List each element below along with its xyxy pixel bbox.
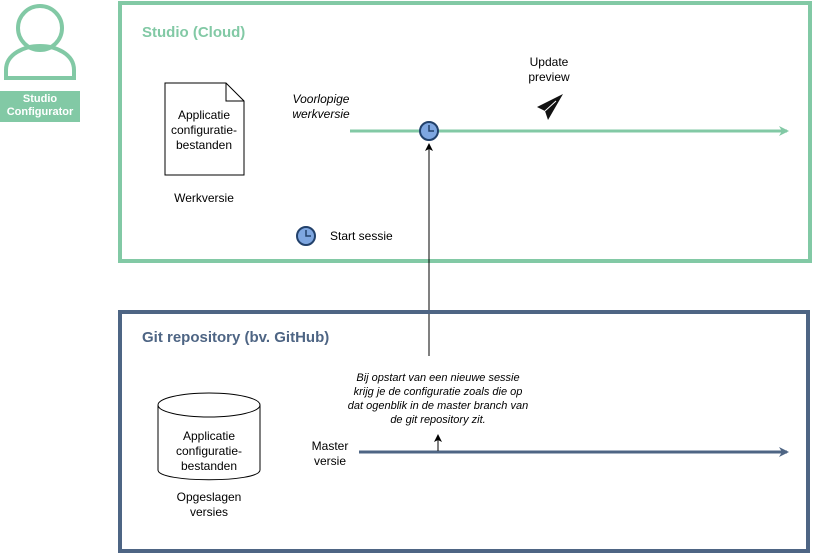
update-preview-line1: Update: [529, 55, 569, 69]
session-note-line1: Bij opstart van een nieuwe sessie: [356, 372, 520, 384]
database-label-line1: Applicatie: [182, 429, 236, 443]
clock-icon: [296, 226, 316, 246]
database-caption-line1: Opgeslagen: [176, 490, 242, 504]
studio-title: Studio (Cloud): [142, 24, 246, 41]
git-title: Git repository (bv. GitHub): [142, 329, 330, 346]
database-label-line3: bestanden: [180, 459, 238, 473]
studio-container: [118, 1, 812, 263]
studio-timeline-label-line2: werkversie: [292, 107, 350, 121]
document-caption: Werkversie: [174, 191, 234, 205]
database-label-line2: configuratie-: [175, 444, 243, 458]
actor-label-line2: Configurator: [6, 106, 74, 118]
git-timeline-label-line1: Master: [311, 439, 349, 453]
document-label: Applicatie configuratie- bestanden: [165, 108, 243, 153]
document-label-line3: bestanden: [175, 138, 233, 152]
legend-label: Start sessie: [330, 229, 393, 243]
git-container: [118, 310, 810, 553]
database-icon: [157, 392, 261, 481]
person-icon: [4, 4, 76, 80]
studio-timeline-label: Voorlopige werkversie: [286, 92, 356, 122]
session-clock-icon: [419, 121, 439, 141]
database-caption-line2: versies: [189, 505, 228, 519]
database-label: Applicatie configuratie- bestanden: [159, 429, 259, 474]
session-note-line3: dat ogenblik in de master branch van: [347, 400, 529, 412]
document-label-line2: configuratie-: [170, 123, 238, 137]
actor-label: Studio Configurator: [0, 93, 80, 119]
update-preview-label: Update preview: [514, 55, 584, 85]
actor-badge: [0, 91, 80, 122]
session-note-line4: de git repository zit.: [390, 414, 486, 426]
git-timeline-label: Master versie: [300, 439, 360, 469]
update-preview-line2: preview: [528, 70, 570, 84]
git-timeline-label-line2: versie: [313, 454, 346, 468]
document-label-line1: Applicatie: [177, 108, 231, 122]
database-caption: Opgeslagen versies: [159, 490, 259, 520]
studio-timeline-label-line1: Voorlopige: [292, 92, 350, 106]
actor-label-line1: Studio: [22, 93, 58, 105]
session-note: Bij opstart van een nieuwe sessie krijg …: [320, 371, 556, 427]
session-note-line2: krijg je de configuratie zoals die op: [353, 386, 523, 398]
document-icon: [164, 82, 245, 176]
send-icon: [537, 94, 563, 120]
